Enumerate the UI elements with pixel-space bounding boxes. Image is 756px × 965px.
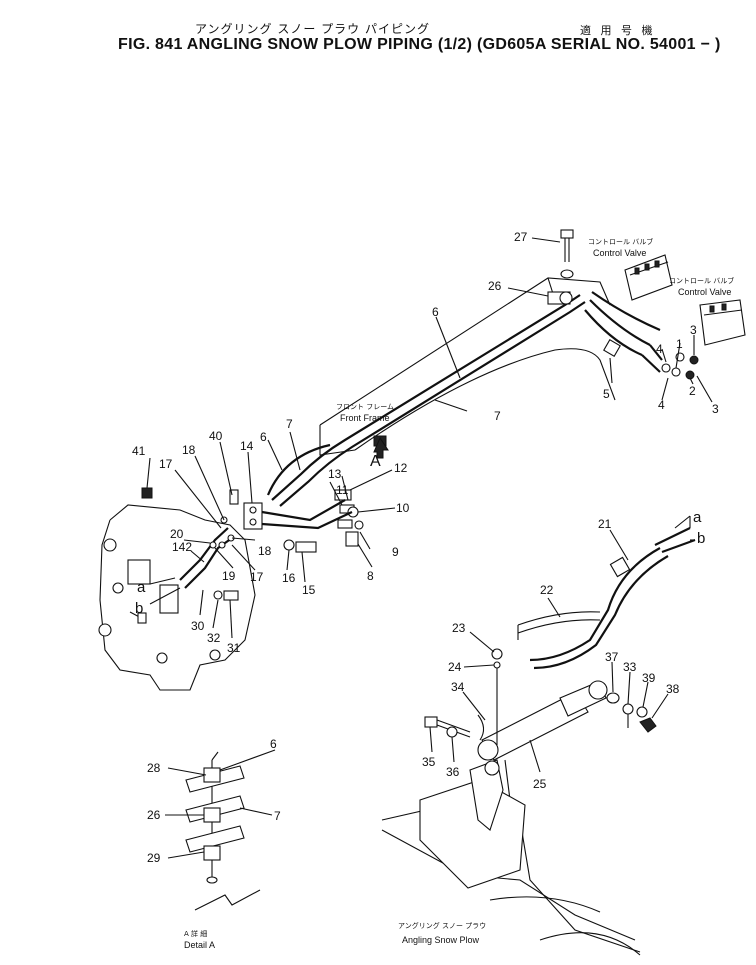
part-number-30: 30 [191,619,205,633]
letter-b-left: b [135,600,143,617]
hoses-6-7 [266,291,661,507]
part-number-8: 8 [367,569,374,583]
part-number-20: 20 [170,527,184,541]
pin-parts-right [606,692,657,733]
part-number-26: 26 [488,279,502,293]
detail-a-en: Detail A [184,940,215,950]
frame-clamp [373,291,573,447]
snow-plow-jp: アングリング スノー プラウ [398,921,486,930]
part-number-40: 40 [209,429,223,443]
front-frame-jp: フロント フレーム [336,403,394,411]
part-number-7c: 7 [274,809,281,823]
part-number-38: 38 [666,682,680,696]
view-arrow-a [373,436,389,459]
part-number-33: 33 [623,660,637,674]
part-number-142: 142 [172,540,192,554]
part-number-36: 36 [446,765,460,779]
control-valve-lower [699,299,746,346]
bolt-27 [560,229,574,279]
part-number-28: 28 [147,761,161,775]
snow-plow-en: Angling Snow Plow [402,935,480,945]
cylinder-25 [477,680,608,801]
part-number-6b: 6 [260,430,267,444]
figure-title: FIG. 841 ANGLING SNOW PLOW PIPING (1/2) … [118,36,721,53]
part-number-5: 5 [603,387,610,401]
part-number-31: 31 [227,641,241,655]
part-number-9: 9 [392,545,399,559]
part-number-35: 35 [422,755,436,769]
leader-lines [146,237,713,859]
header: アングリング スノー プラウ パイピング 適 用 号 機 FIG. 841 AN… [0,0,756,70]
transmission-housing [98,487,256,691]
title-japanese: アングリング スノー プラウ パイピング [195,22,430,36]
part-number-37: 37 [605,650,619,664]
part-number-2: 2 [689,384,696,398]
part-number-11: 11 [336,483,349,497]
hoses-21-22 [517,527,696,670]
part-number-19: 19 [222,569,236,583]
part-number-6c: 6 [270,737,277,751]
letter-b-right: b [697,530,705,547]
part-number-23: 23 [452,621,466,635]
text-labels: コントロール バルブ Control Valve コントロール バルブ Cont… [135,237,734,950]
applicable-serial-label: 適 用 号 機 [580,24,656,37]
part-number-22: 22 [540,583,554,597]
control-valve-1-en: Control Valve [593,248,646,258]
front-frame-en: Front Frame [340,413,390,423]
part-number-1: 1 [676,337,683,351]
part-number-12: 12 [394,461,408,475]
part-number-27: 27 [514,230,528,244]
hose-tag-5 [603,339,621,357]
detail-a-jp: A 詳 細 [184,929,207,938]
part-number-29: 29 [147,851,161,865]
part-number-3b: 3 [712,402,719,416]
part-number-39: 39 [642,671,656,685]
part-number-13: 13 [328,467,342,481]
part-number-17: 17 [159,457,173,471]
part-number-34: 34 [451,680,465,694]
control-valve-1-jp: コントロール バルブ [588,237,653,246]
part-number-16: 16 [282,571,296,585]
part-number-15: 15 [302,583,316,597]
view-a-label: A [370,453,381,470]
snow-plow-frame [381,759,641,956]
part-number-17b: 17 [250,570,264,584]
part-number-32: 32 [207,631,221,645]
part-number-25: 25 [533,777,547,791]
bolt-35 [424,714,485,741]
part-number-26b: 26 [147,808,161,822]
part-number-18: 18 [182,443,196,457]
letter-a-right: a [693,509,702,526]
part-number-41: 41 [132,444,146,458]
control-valve-2-en: Control Valve [678,287,731,297]
part-number-21: 21 [598,517,612,531]
letter-a-left: a [137,579,146,596]
fitting-block [243,489,364,553]
part-number-10: 10 [396,501,410,515]
part-number-4b: 4 [658,398,665,412]
part-number-7b: 7 [286,417,293,431]
part-number-6: 6 [432,305,439,319]
part-numbers: 1 2 3 3 4 4 5 6 6 6 7 7 7 8 9 10 11 12 1… [132,230,719,865]
part-number-18b: 18 [258,544,272,558]
part-number-3: 3 [690,323,697,337]
front-frame [319,277,616,456]
control-valve-upper [624,254,673,301]
control-valve-2-jp: コントロール バルブ [669,276,734,285]
part-number-14: 14 [240,439,254,453]
part-number-24: 24 [448,660,462,674]
part-number-4: 4 [656,342,663,356]
part-number-7: 7 [494,409,501,423]
fittings-1-4 [641,344,699,380]
detail-a-clamps [185,751,261,911]
